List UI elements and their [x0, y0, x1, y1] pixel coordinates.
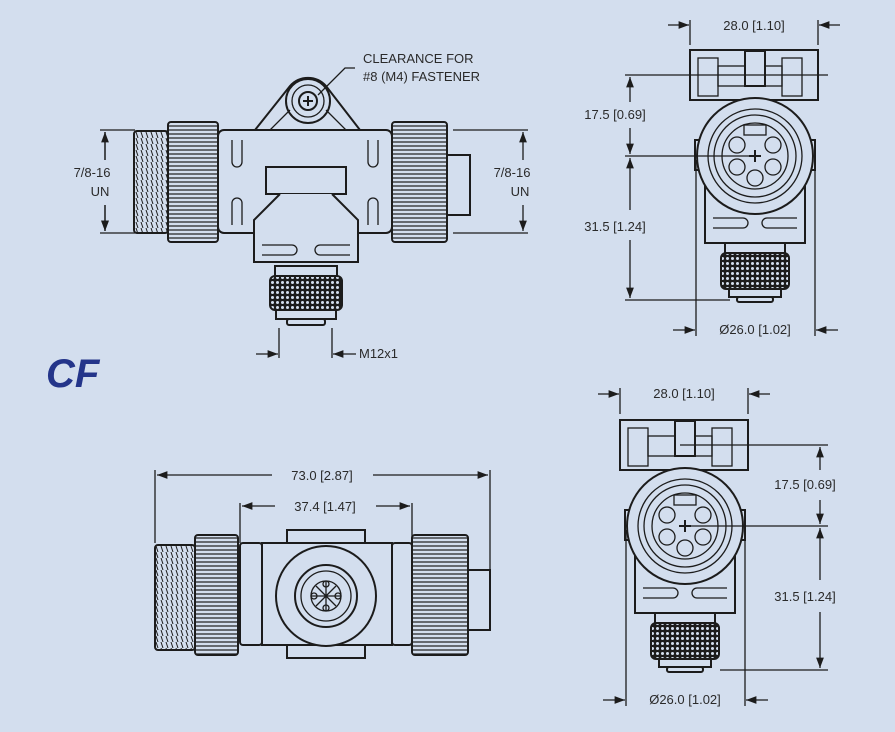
clearance-callout-1: CLEARANCE FOR	[363, 51, 474, 66]
height-upper-dim: 17.5 [0.69]	[584, 107, 645, 122]
diameter-dim: Ø26.0 [1.02]	[649, 692, 721, 707]
left-thread-label-un: UN	[91, 184, 110, 199]
cf-logo: CF	[46, 352, 101, 396]
height-lower-dim: 31.5 [1.24]	[774, 589, 835, 604]
front-view: 73.0 [2.87] 37.4 [1.47]	[154, 468, 491, 659]
right-thread-label-un: UN	[511, 184, 530, 199]
width-dim: 28.0 [1.10]	[723, 18, 784, 33]
width-dim: 28.0 [1.10]	[653, 386, 714, 401]
end-view-bottom: 28.0 [1.10] 17.5 [0.69] 31.5 [1.24] Ø26.…	[598, 386, 836, 707]
body-length-dim: 37.4 [1.47]	[294, 499, 355, 514]
side-view: 7/8-16 UN 7/8-16 UN M12x1 CLEARANCE FOR …	[74, 51, 531, 361]
label-plate	[265, 166, 347, 195]
clearance-callout-2: #8 (M4) FASTENER	[363, 69, 480, 84]
end-view-top: 28.0 [1.10] 17.5 [0.69] 31.5 [1.24] Ø26.…	[584, 18, 840, 337]
right-thread-label: 7/8-16	[494, 165, 531, 180]
height-lower-dim: 31.5 [1.24]	[584, 219, 645, 234]
overall-length-dim: 73.0 [2.87]	[291, 468, 352, 483]
height-upper-dim: 17.5 [0.69]	[774, 477, 835, 492]
left-thread-label: 7/8-16	[74, 165, 111, 180]
m12-thread-label: M12x1	[359, 346, 398, 361]
diameter-dim: Ø26.0 [1.02]	[719, 322, 791, 337]
